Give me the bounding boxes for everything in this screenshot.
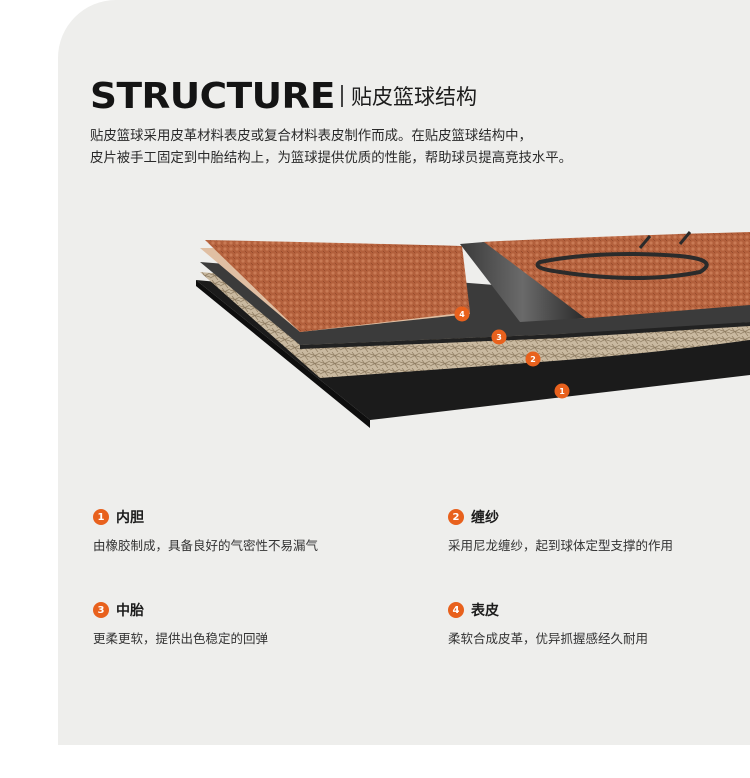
feature-number-badge: 3	[93, 602, 109, 618]
marker-3: 3	[496, 333, 502, 342]
feature-title: 内胆	[116, 510, 144, 526]
heading-subtitle: 贴皮篮球结构	[350, 85, 477, 109]
intro-description: 贴皮篮球采用皮革材料表皮或复合材料表皮制作而成。在贴皮篮球结构中， 皮片被手工固…	[90, 126, 710, 170]
cover-seam	[460, 242, 585, 322]
feature-number-badge: 1	[93, 509, 109, 525]
heading-divider	[341, 85, 343, 107]
feature-description: 更柔更软，提供出色稳定的回弹	[93, 631, 269, 646]
heading-title: STRUCTURE	[90, 75, 335, 117]
section-heading: STRUCTURE 贴皮篮球结构	[90, 74, 477, 118]
description-line-1: 贴皮篮球采用皮革材料表皮或复合材料表皮制作而成。在贴皮篮球结构中，	[90, 129, 532, 144]
layer-cover-leather	[205, 240, 470, 332]
feature-winding: 2 缠纱 采用尼龙缠纱，起到球体定型支撑的作用	[448, 507, 673, 554]
feature-description: 柔软合成皮革，优异抓握感经久耐用	[448, 631, 649, 646]
feature-bladder: 1 内胆 由橡胶制成，具备良好的气密性不易漏气	[93, 507, 318, 554]
feature-title: 缠纱	[471, 510, 499, 526]
feature-cover: 4 表皮 柔软合成皮革，优异抓握感经久耐用	[448, 600, 648, 647]
marker-1: 1	[559, 387, 565, 396]
feature-number-badge: 2	[448, 509, 464, 525]
feature-title: 中胎	[116, 603, 144, 619]
cover-pattern-line	[535, 252, 709, 280]
feature-title: 表皮	[471, 603, 499, 619]
feature-carcass: 3 中胎 更柔更软，提供出色稳定的回弹	[93, 600, 268, 647]
feature-description: 由橡胶制成，具备良好的气密性不易漏气	[93, 538, 319, 553]
marker-4: 4	[459, 310, 465, 319]
description-line-2: 皮片被手工固定到中胎结构上，为篮球提供优质的性能，帮助球员提高竞技水平。	[90, 151, 573, 166]
layer-cross-section-illustration: 4 3 2 1	[196, 231, 750, 428]
feature-number-badge: 4	[448, 602, 464, 618]
marker-2: 2	[530, 355, 536, 364]
feature-description: 采用尼龙缠纱，起到球体定型支撑的作用	[448, 538, 674, 553]
